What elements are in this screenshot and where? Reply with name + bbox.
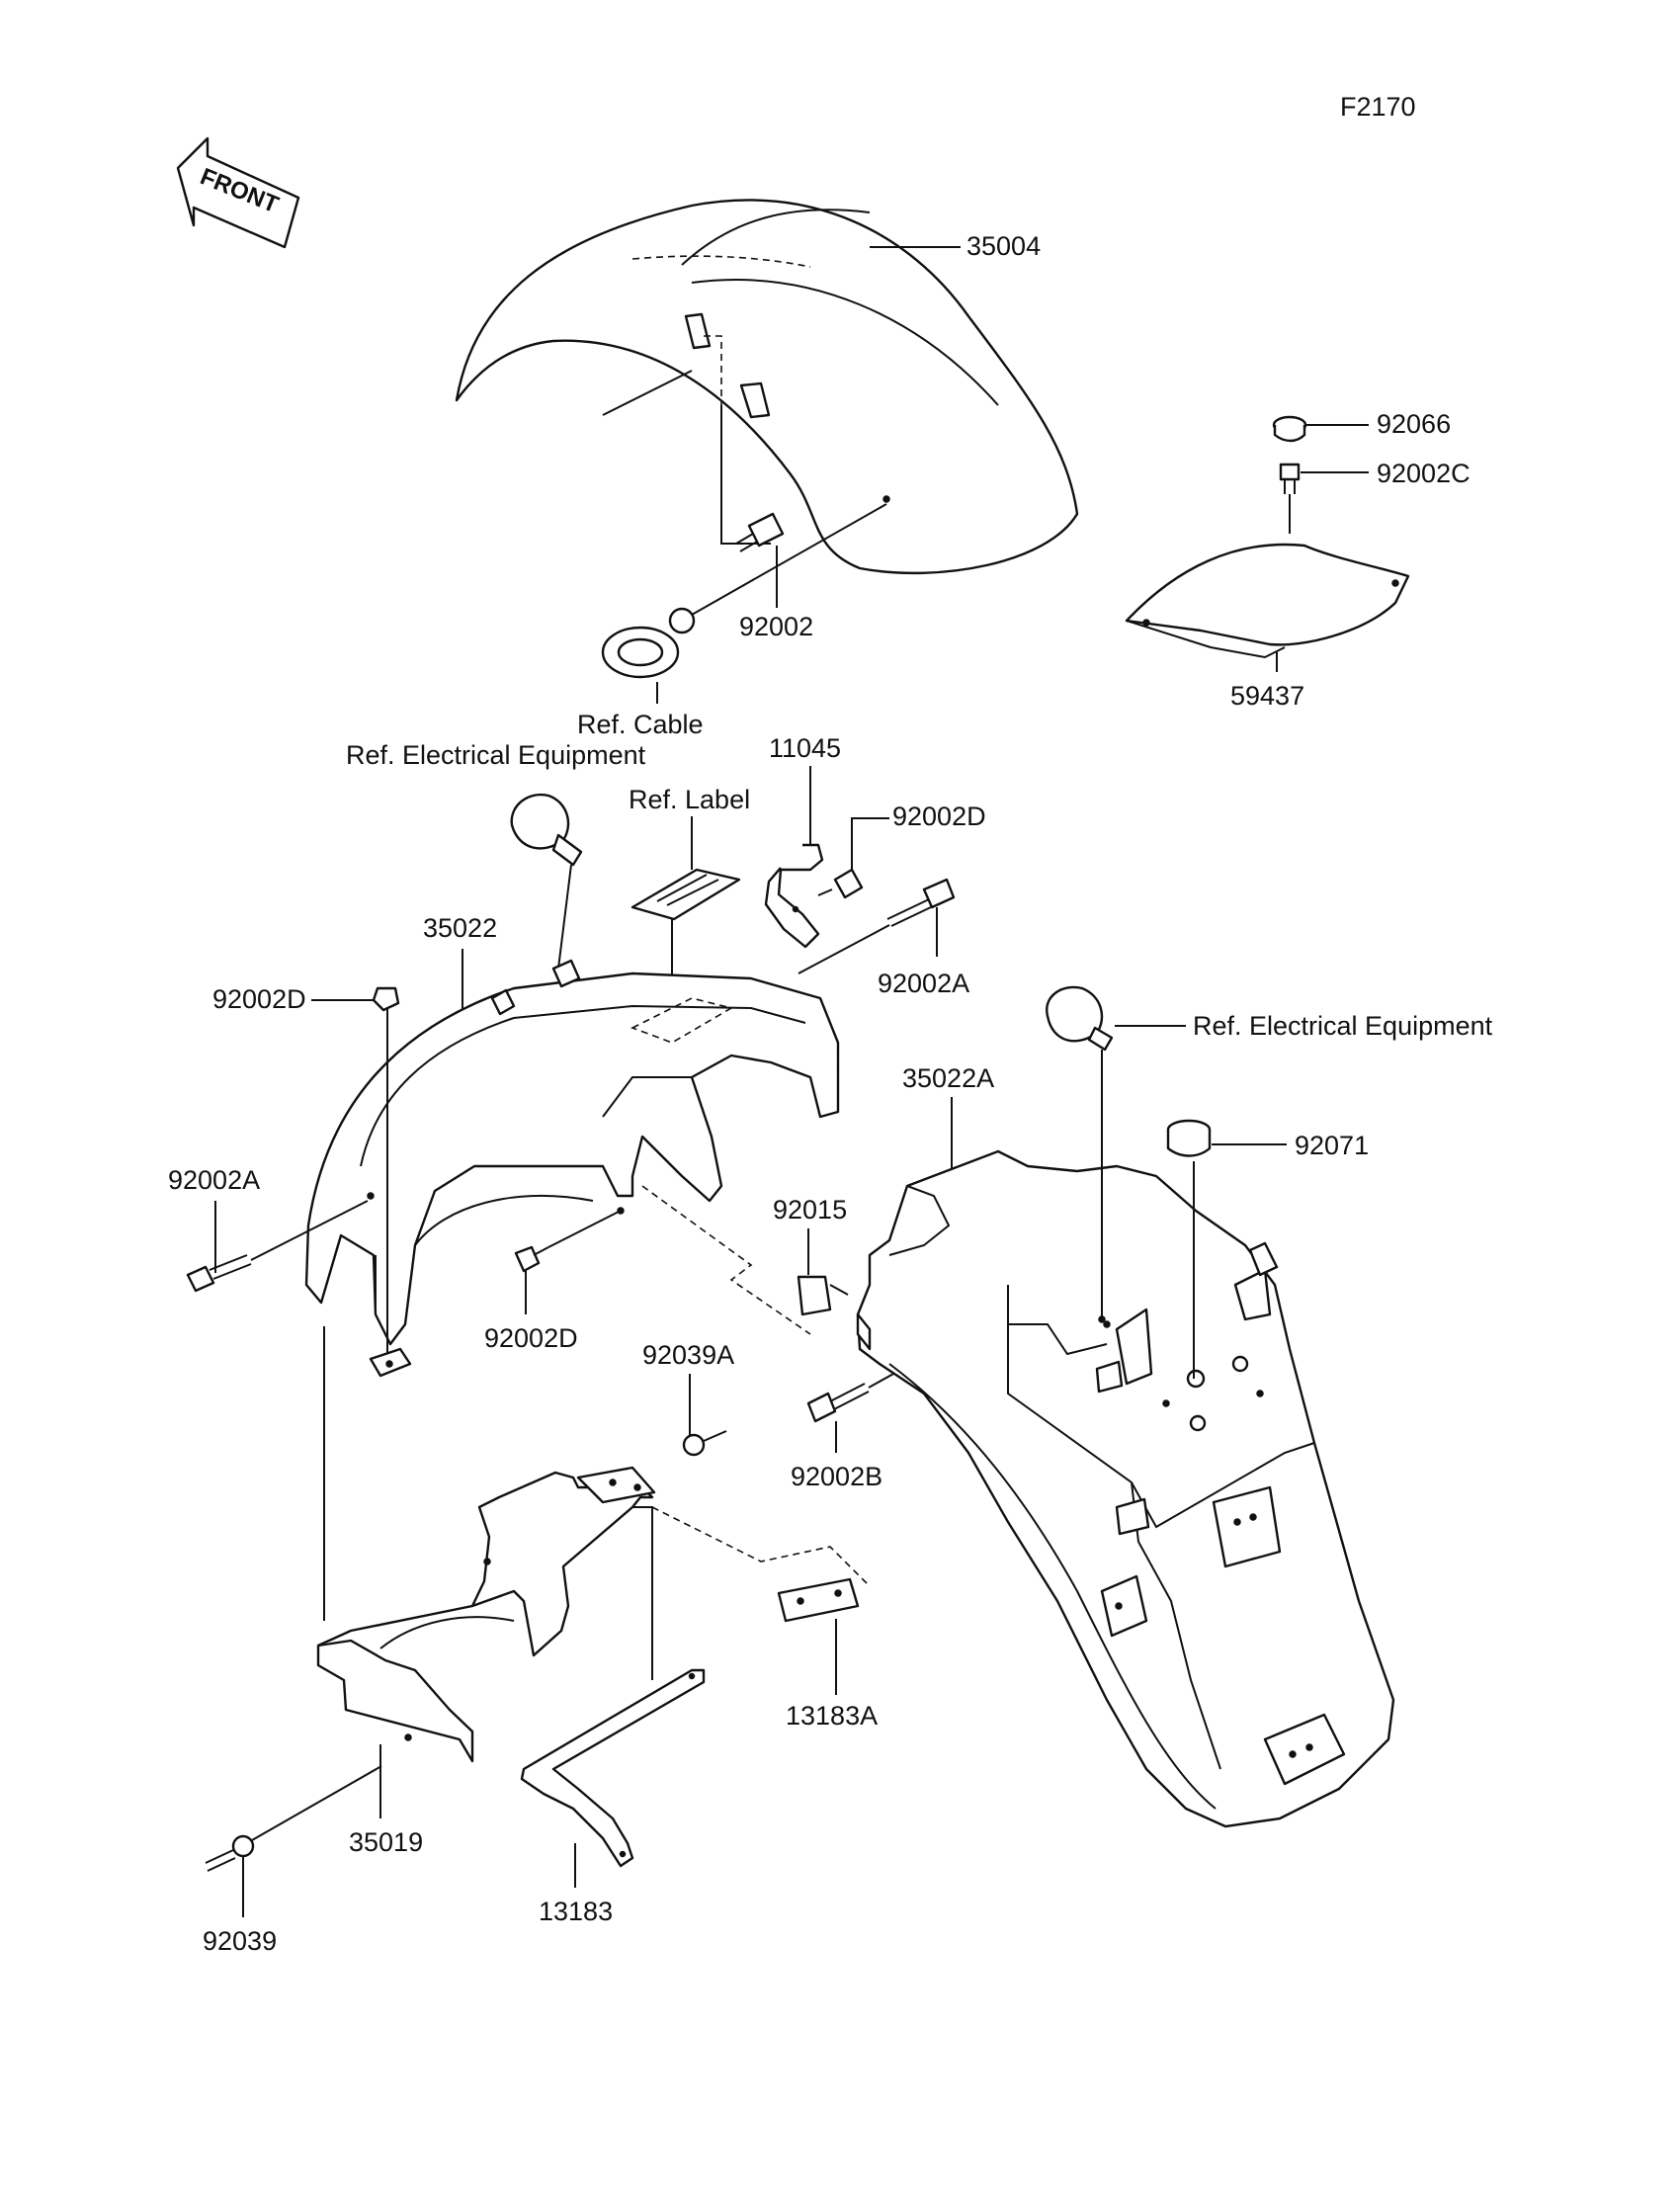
label-92002: 92002 xyxy=(739,612,813,641)
inner-fender-35022 xyxy=(304,959,840,1378)
front-arrow-icon: FRONT xyxy=(176,136,300,249)
bracket-35019 xyxy=(316,1466,656,1763)
label-sticker xyxy=(630,868,741,921)
label-92002A-left: 92002A xyxy=(168,1165,260,1195)
bolt-92002C xyxy=(1279,463,1301,534)
label-92015-left: 92015 xyxy=(773,1195,847,1225)
label-92002B: 92002B xyxy=(791,1462,882,1491)
label-ref-label: Ref. Label xyxy=(629,785,750,814)
connector-ref-electrical-2 xyxy=(1046,985,1114,1323)
label-59437: 59437 xyxy=(1230,681,1304,711)
bolt-92039A xyxy=(682,1430,727,1457)
label-92002C: 92002C xyxy=(1377,459,1470,488)
label-11045: 11045 xyxy=(769,733,841,763)
label-92039A: 92039A xyxy=(642,1340,734,1370)
cable-grommet xyxy=(601,503,887,679)
label-92071: 92071 xyxy=(1295,1131,1369,1160)
bracket-11045 xyxy=(764,843,824,949)
rear-fender-35022A xyxy=(856,1149,1395,1828)
label-ref-cable: Ref. Cable xyxy=(577,710,704,739)
connector-ref-electrical-1 xyxy=(510,793,583,970)
bolt-92002A-left xyxy=(186,1254,252,1293)
label-ref-electrical-2: Ref. Electrical Equipment xyxy=(1193,1011,1493,1041)
label-92002A-right: 92002A xyxy=(878,969,969,998)
label-92039: 92039 xyxy=(203,1926,277,1956)
cover-59437 xyxy=(1125,543,1410,659)
label-35004: 35004 xyxy=(966,231,1041,261)
grommet-92071 xyxy=(1166,1119,1212,1379)
label-ref-electrical-1: Ref. Electrical Equipment xyxy=(346,740,646,770)
bolt-92002D-top xyxy=(817,868,864,899)
cap-92066 xyxy=(1272,415,1307,443)
label-92066: 92066 xyxy=(1377,409,1451,439)
label-13183A: 13183A xyxy=(786,1701,878,1731)
label-92002D-top: 92002D xyxy=(892,802,986,831)
bolt-92002B xyxy=(806,1383,870,1423)
clip-92015-left xyxy=(797,1275,849,1316)
label-35022A: 35022A xyxy=(902,1063,994,1093)
front-fender xyxy=(455,199,1079,574)
bolt-92002D-bottom xyxy=(514,1245,549,1273)
label-35019: 35019 xyxy=(349,1827,423,1857)
label-13183: 13183 xyxy=(539,1897,613,1926)
bolt-92002A-right xyxy=(886,878,956,927)
diagram-code: F2170 xyxy=(1340,92,1416,122)
plate-13183A xyxy=(777,1577,860,1623)
label-92002D-left: 92002D xyxy=(212,984,306,1014)
label-35022: 35022 xyxy=(423,913,497,943)
label-92002D-bottom: 92002D xyxy=(484,1323,578,1353)
bolt-92002 xyxy=(735,512,785,552)
stay-13183 xyxy=(520,1668,706,1868)
bolt-92002D-left xyxy=(372,986,400,1023)
